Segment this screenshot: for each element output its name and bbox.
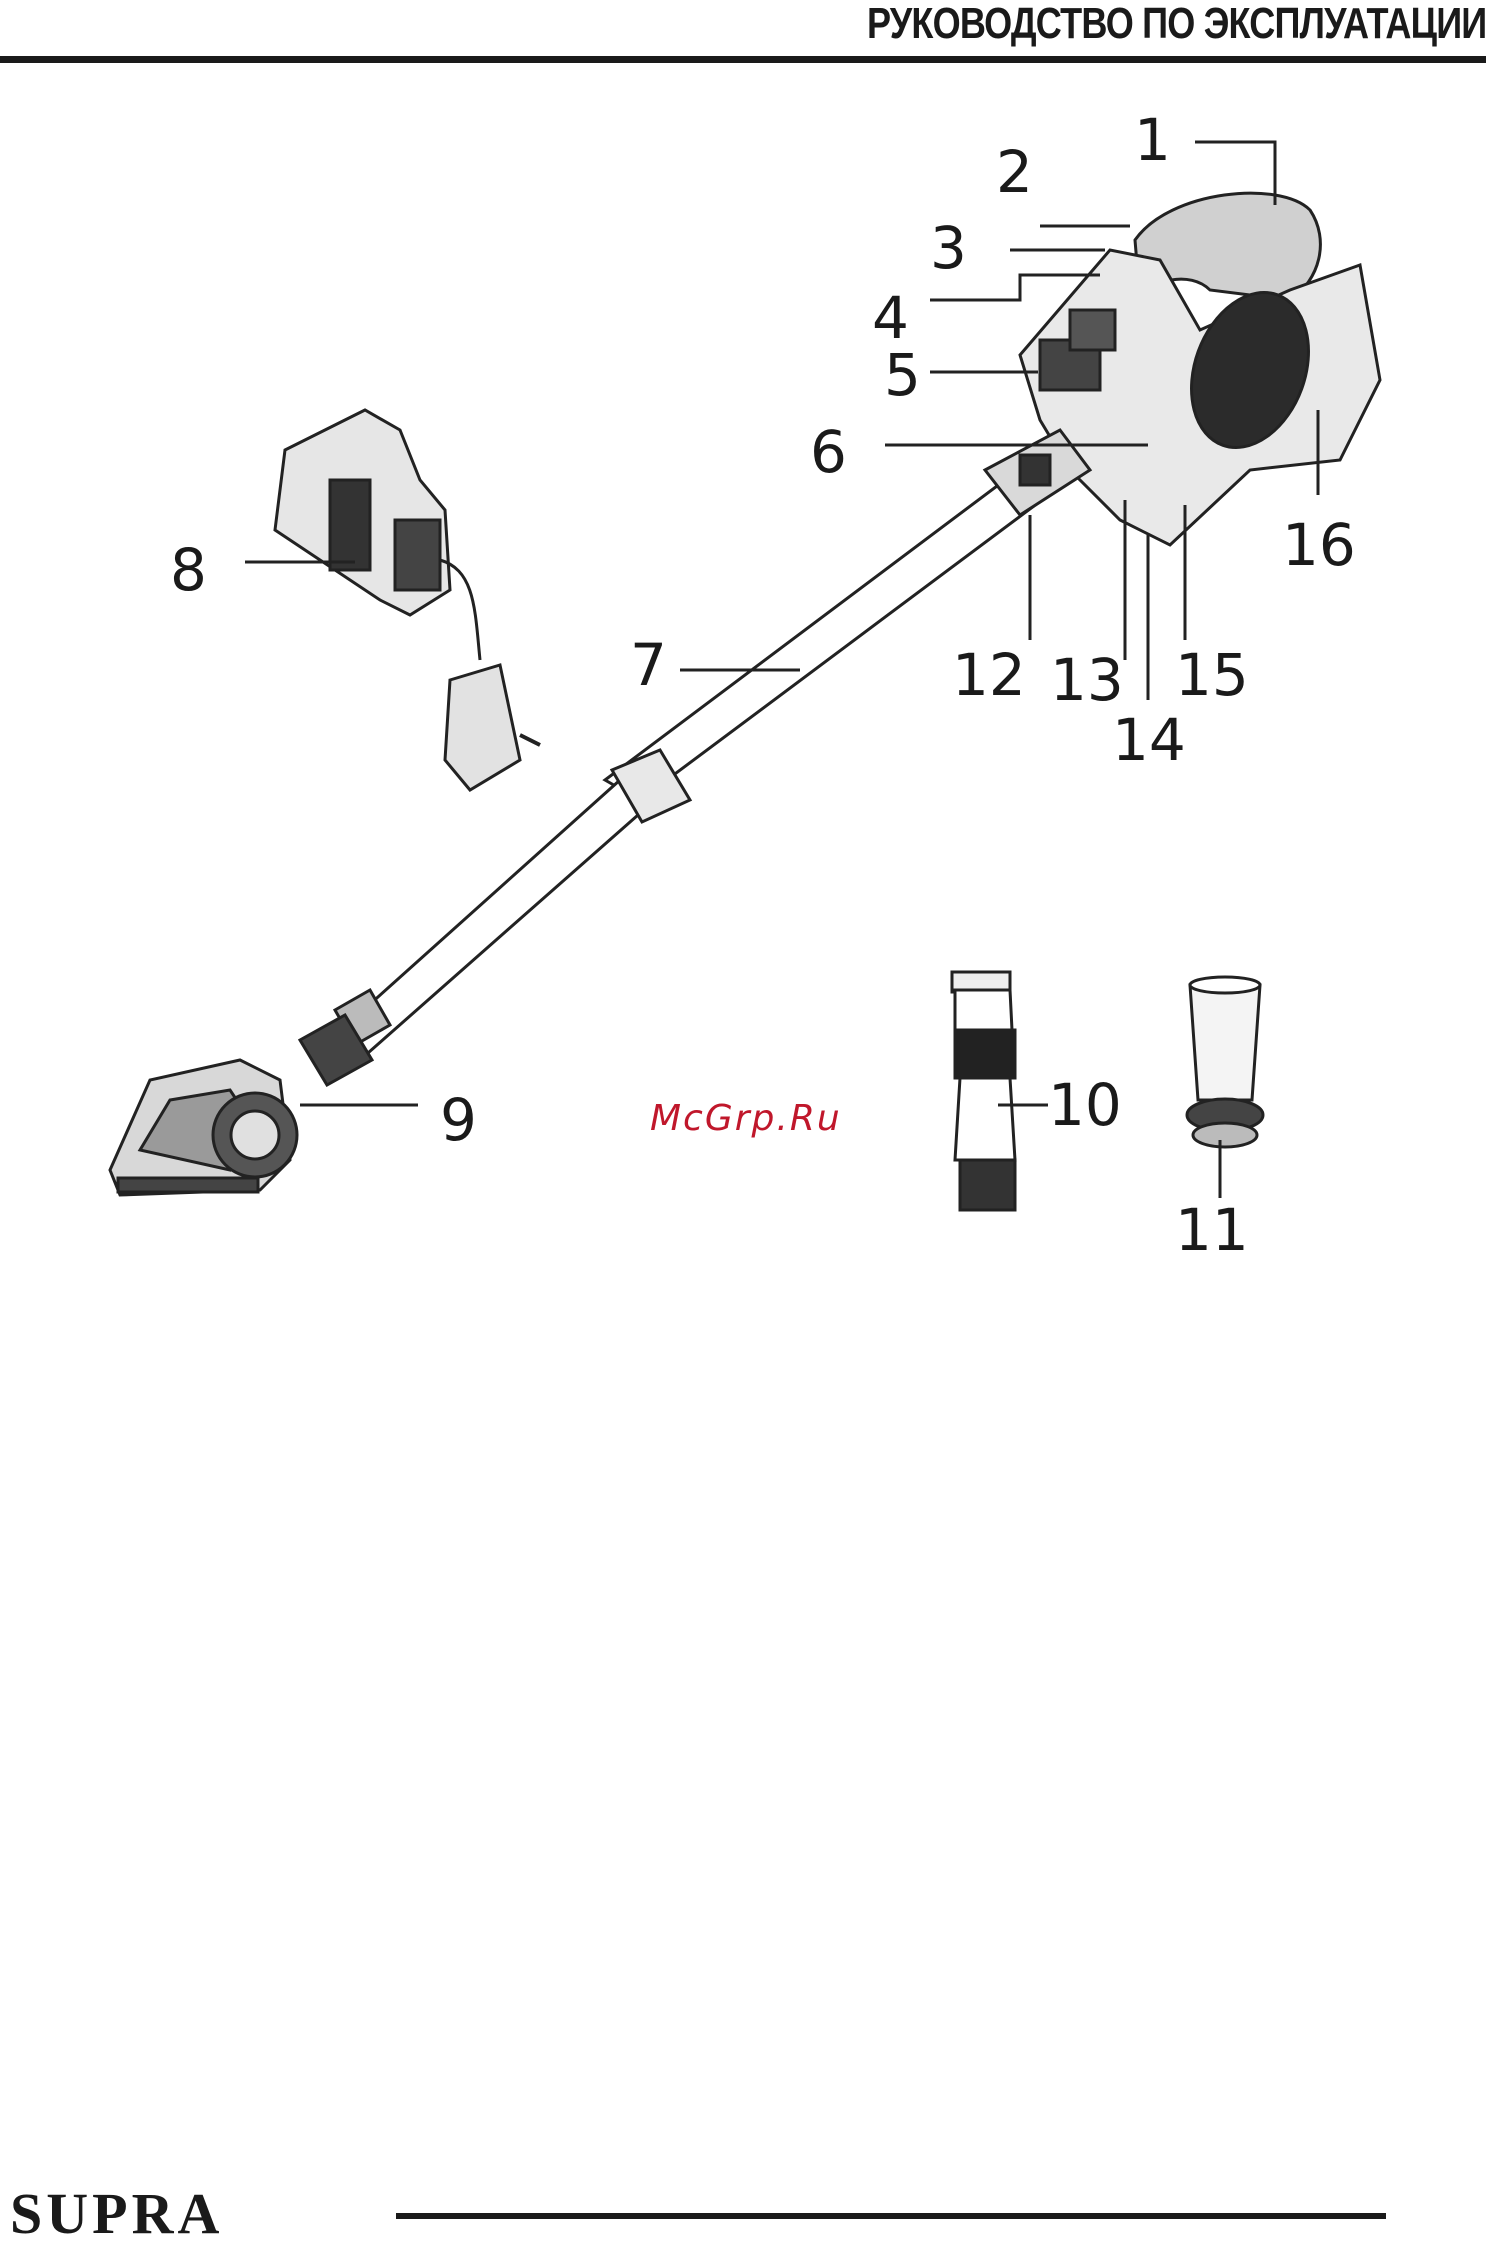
crevice-brush-accessory	[952, 972, 1015, 1210]
callout-6: 6	[810, 418, 847, 486]
vacuum-main-body	[985, 193, 1380, 545]
wall-mount-and-charger	[275, 410, 540, 790]
callout-7: 7	[630, 631, 667, 699]
callout-15: 15	[1175, 641, 1249, 709]
callout-9: 9	[440, 1086, 477, 1154]
header-rule	[0, 56, 1486, 63]
callout-2: 2	[996, 138, 1033, 206]
callout-11: 11	[1175, 1196, 1249, 1264]
callout-3: 3	[930, 214, 967, 282]
watermark: McGrp.Ru	[650, 1098, 842, 1139]
callout-12: 12	[952, 641, 1026, 709]
callout-13: 13	[1050, 646, 1124, 714]
callout-10: 10	[1048, 1071, 1122, 1139]
callout-14: 14	[1112, 706, 1186, 774]
floor-brush	[110, 1060, 297, 1195]
callout-16: 16	[1282, 511, 1356, 579]
page-header-title: РУКОВОДСТВО ПО ЭКСПЛУАТАЦИИ	[867, 0, 1486, 48]
footer-brand-logo: SUPRA	[10, 2184, 223, 2244]
callout-8: 8	[170, 536, 207, 604]
callout-1: 1	[1134, 106, 1171, 174]
footer-rule	[396, 2213, 1386, 2219]
nozzle-accessory	[1187, 977, 1263, 1147]
callout-5: 5	[884, 341, 921, 409]
